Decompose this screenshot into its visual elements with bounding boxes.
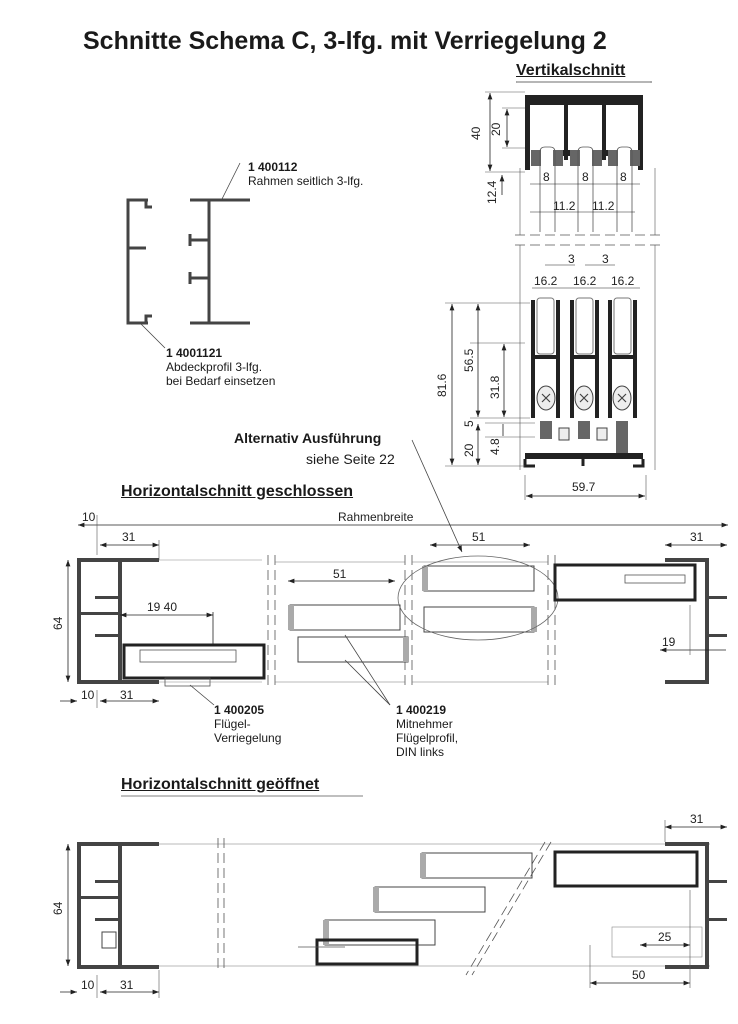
dim-v-8-b: 8 xyxy=(582,170,589,184)
dim-v-16-2-b: 16.2 xyxy=(573,274,597,288)
dim-v-16-2-a: 16.2 xyxy=(534,274,558,288)
part-description: Flügel- xyxy=(214,717,251,731)
horizontal-closed-section xyxy=(60,515,728,708)
dim-v-4-8: 4.8 xyxy=(488,438,502,455)
dim-c-19-40: 19 40 xyxy=(147,600,177,614)
dim-v-11-2-b: 11.2 xyxy=(592,199,615,213)
alternative-ref: siehe Seite 22 xyxy=(306,451,395,467)
section-title-vertical: Vertikalschnitt xyxy=(516,62,626,79)
part-description: DIN links xyxy=(396,745,445,759)
part-description: Rahmen seitlich 3-lfg. xyxy=(248,174,364,188)
dim-o-31-right: 31 xyxy=(690,812,704,826)
dim-v-31-8: 31.8 xyxy=(488,375,502,399)
dim-c-10-bottom: 10 xyxy=(81,688,95,702)
dim-c-51-a: 51 xyxy=(333,567,347,581)
dim-c-51-b: 51 xyxy=(472,530,486,544)
part-description: bei Bedarf einsetzen xyxy=(166,374,276,388)
dim-v-8-c: 8 xyxy=(620,170,627,184)
dim-o-10: 10 xyxy=(81,978,95,992)
page-title: Schnitte Schema C, 3-lfg. mit Verriegelu… xyxy=(83,27,607,55)
dim-v-59-7: 59.7 xyxy=(572,480,596,494)
part-cover-callout: 1 4001121 Abdeckprofil 3-lfg. bei Bedarf… xyxy=(166,346,275,388)
dim-v-8-a: 8 xyxy=(543,170,550,184)
dim-v-56-5: 56.5 xyxy=(462,348,476,372)
part-description: Verriegelung xyxy=(214,731,282,745)
dim-v-20-top: 20 xyxy=(489,122,503,136)
part-number: 1 400219 xyxy=(396,703,447,717)
dim-c-31-bottom: 31 xyxy=(120,688,134,702)
part-description: Mitnehmer xyxy=(396,717,453,731)
part-frame-callout: 1 400112 Rahmen seitlich 3-lfg. xyxy=(248,160,363,188)
leader-line xyxy=(139,322,166,349)
leader-line xyxy=(221,162,241,200)
dim-v-12-4: 12.4 xyxy=(485,180,499,204)
frame-profile-drawing xyxy=(188,198,250,325)
vertical-section-bottom xyxy=(445,245,656,500)
part-description: Abdeckprofil 3-lfg. xyxy=(166,360,263,374)
section-title-horizontal-open: Horizontalschnitt geöffnet xyxy=(121,776,320,793)
dim-o-25: 25 xyxy=(658,930,672,944)
part-number: 1 400112 xyxy=(248,160,298,174)
part-number: 1 4001121 xyxy=(166,346,223,360)
part-lock-callout: 1 400205 Flügel- Verriegelung xyxy=(214,703,281,745)
dim-v-3-b: 3 xyxy=(602,252,609,266)
alternative-label: Alternativ Ausführung xyxy=(234,430,382,446)
dim-o-50: 50 xyxy=(632,968,646,982)
dim-v-3-a: 3 xyxy=(568,252,575,266)
dim-c-19: 19 xyxy=(662,635,676,649)
horizontal-open-section xyxy=(60,795,727,998)
cover-profile-drawing xyxy=(126,198,152,325)
dim-o-31-left: 31 xyxy=(120,978,134,992)
dim-v-5: 5 xyxy=(462,420,476,427)
section-title-horizontal-closed: Horizontalschnitt geschlossen xyxy=(121,483,354,500)
dim-c-10: 10 xyxy=(82,510,96,524)
dim-v-16-2-c: 16.2 xyxy=(611,274,635,288)
dim-c-rahmenbreite: Rahmenbreite xyxy=(338,510,414,524)
part-carrier-callout: 1 400219 Mitnehmer Flügelprofil, DIN lin… xyxy=(396,703,458,759)
dim-o-64: 64 xyxy=(51,901,65,915)
dim-c-64: 64 xyxy=(51,616,65,630)
vertical-section-top xyxy=(485,81,660,246)
dim-v-81-6: 81.6 xyxy=(435,373,449,397)
part-description: Flügelprofil, xyxy=(396,731,459,745)
dim-v-20-bottom: 20 xyxy=(462,443,476,457)
dim-v-11-2-a: 11.2 xyxy=(553,199,576,213)
dim-c-31-right: 31 xyxy=(690,530,704,544)
dim-c-31-left: 31 xyxy=(122,530,136,544)
part-number: 1 400205 xyxy=(214,703,265,717)
dim-v-40: 40 xyxy=(469,126,483,140)
